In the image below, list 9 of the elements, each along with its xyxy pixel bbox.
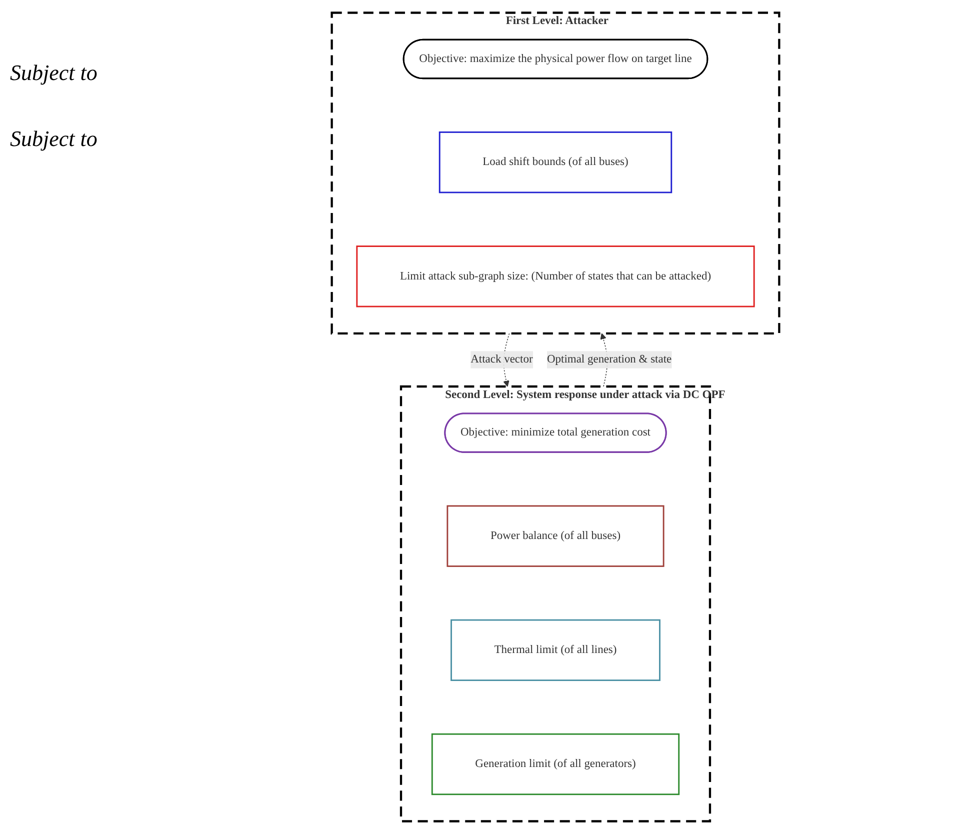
edge-label: Attack vector <box>470 353 533 366</box>
node-box: Thermal limit (of all lines) <box>450 619 660 681</box>
node-box: Limit attack sub-graph size: (Number of states that can be attacked) <box>356 246 755 308</box>
constraint-heading: Subject to <box>10 126 98 152</box>
node-box: Power balance (of all buses) <box>446 505 664 567</box>
node-box: Generation limit (of all generators) <box>431 733 680 796</box>
node-box: Load shift bounds (of all buses) <box>438 131 672 194</box>
constraint-heading: Subject to <box>10 60 98 86</box>
edge-label: Optimal generation & state <box>546 353 672 366</box>
